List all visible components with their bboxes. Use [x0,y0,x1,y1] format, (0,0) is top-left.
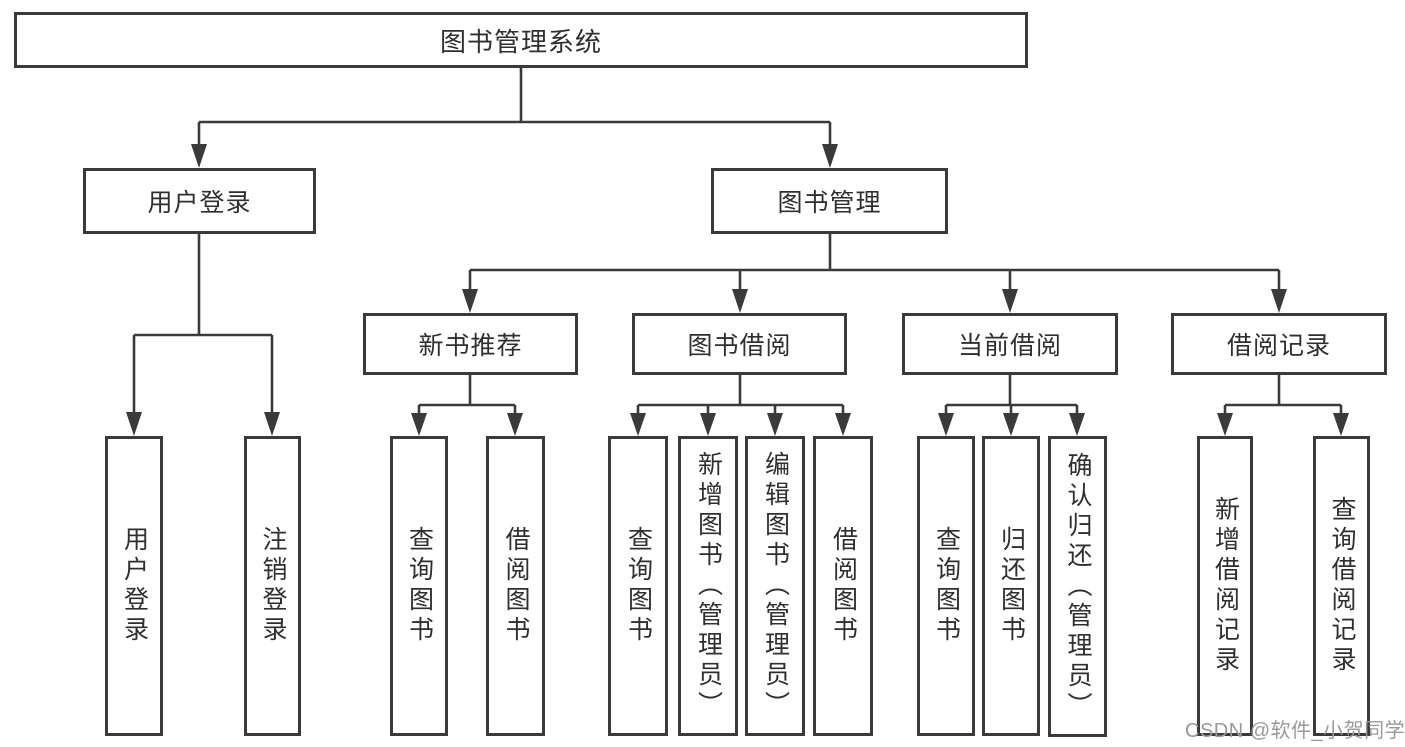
node-current-borrow: 当前借阅 [902,313,1118,375]
leaf-logout: 注销登录 [244,436,301,736]
leaf-borrow-books: 借阅图书 [813,436,873,736]
leaf-query-books-recommend: 查询图书 [390,436,448,736]
node-borrow-records: 借阅记录 [1171,313,1387,375]
connector-current-borrow [944,373,1079,418]
connector-user-login [132,232,274,418]
node-root-system: 图书管理系统 [14,12,1028,68]
leaf-query-books-current: 查询图书 [917,436,975,736]
connector-book-borrow [636,373,845,418]
leaf-user-login: 用户登录 [105,436,163,736]
leaf-query-borrow-record: 查询借阅记录 [1313,436,1370,736]
leaf-return-books: 归还图书 [982,436,1040,736]
node-book-management: 图书管理 [711,168,948,234]
leaf-add-books-admin: 新增图书（管理员） [678,436,738,736]
connector-root [197,66,832,148]
node-new-book-recommend: 新书推荐 [363,313,578,375]
connector-borrow-records [1223,373,1343,418]
connector-book-management [468,232,1281,293]
leaf-confirm-return-admin: 确认归还（管理员） [1048,436,1107,737]
node-book-borrow: 图书借阅 [632,313,847,375]
leaf-borrow-books-recommend: 借阅图书 [486,436,545,736]
arrowheads [126,144,1349,436]
leaf-add-borrow-record: 新增借阅记录 [1197,436,1253,736]
leaf-query-books-borrow: 查询图书 [608,436,668,736]
csdn-watermark: CSDN @软件_小贺同学 [1185,720,1405,742]
leaf-edit-books-admin: 编辑图书（管理员） [745,436,805,736]
connector-new-book [417,373,517,418]
node-user-login: 用户登录 [83,168,316,234]
